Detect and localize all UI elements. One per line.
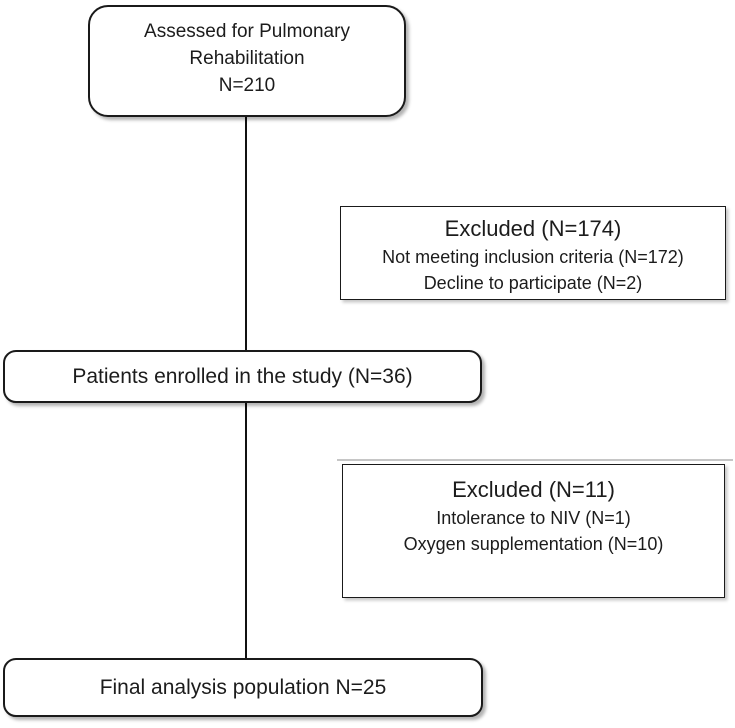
assessed-line-2: Rehabilitation (189, 47, 305, 69)
enrolled-box: Patients enrolled in the study (N=36) (3, 350, 482, 403)
enrolled-label: Patients enrolled in the study (N=36) (72, 364, 413, 388)
excluded-2-item-1: Intolerance to NIV (N=1) (436, 508, 631, 528)
assessed-box: Assessed for Pulmonary Rehabilitation N=… (88, 5, 406, 117)
excluded-2-box: Excluded (N=11) Intolerance to NIV (N=1)… (342, 464, 725, 598)
connector-line-top (245, 117, 247, 351)
excluded-1-title: Excluded (N=174) (444, 216, 622, 241)
excluded-2-item-2: Oxygen supplementation (N=10) (403, 534, 664, 554)
excluded-1-item-2: Decline to participate (N=2) (423, 273, 643, 293)
connector-line-bottom (245, 403, 247, 658)
final-label: Final analysis population N=25 (99, 675, 387, 699)
excluded-1-item-1: Not meeting inclusion criteria (N=172) (382, 247, 684, 267)
excluded-2-title: Excluded (N=11) (452, 477, 615, 502)
assessed-line-3: N=210 (218, 74, 276, 96)
excluded-1-box: Excluded (N=174) Not meeting inclusion c… (340, 206, 726, 300)
assessed-line-1: Assessed for Pulmonary (144, 20, 350, 42)
excluded-2-ghost-border (337, 459, 733, 461)
final-box: Final analysis population N=25 (3, 658, 483, 717)
